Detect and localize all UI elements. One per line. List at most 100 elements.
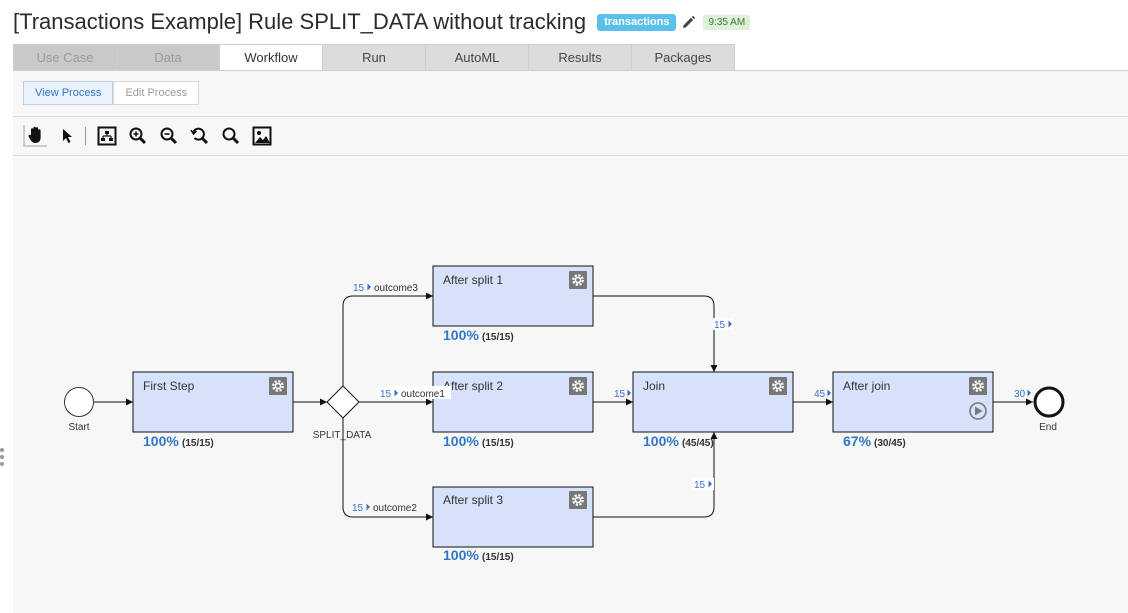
tab-packages[interactable]: Packages: [631, 44, 735, 71]
caret-right-icon: [827, 389, 831, 397]
caret-right-icon: [1027, 389, 1031, 397]
node-percent: 100%: [443, 327, 479, 343]
gateway-label: SPLIT_DATA: [313, 430, 372, 441]
tag-badge[interactable]: transactions: [597, 13, 677, 31]
node-join[interactable]: Join 100% (45/45): [632, 371, 794, 449]
edge-label: outcome2: [373, 503, 417, 514]
node-fraction: (30/45): [874, 438, 906, 449]
edge-count: 45: [814, 389, 826, 400]
tab-use-case[interactable]: Use Case: [13, 44, 116, 71]
divider: [13, 155, 1128, 156]
pencil-icon[interactable]: [681, 15, 696, 30]
edge-label: outcome3: [374, 283, 418, 294]
node-title: After split 3: [443, 493, 503, 507]
edit-process-button[interactable]: Edit Process: [113, 81, 200, 105]
workflow-canvas[interactable]: Start End SPLIT_DATA First Step 100% (15…: [0, 156, 1128, 613]
auto-layout-icon[interactable]: [96, 125, 118, 147]
edge-count: 15: [714, 320, 726, 331]
caret-right-icon: [708, 480, 712, 488]
edge-count: 15: [380, 389, 392, 400]
hand-tool-icon[interactable]: [23, 125, 47, 147]
time-badge: 9:35 AM: [703, 14, 751, 30]
view-process-button[interactable]: View Process: [23, 81, 114, 105]
node-fraction: (15/15): [482, 552, 514, 563]
caret-right-icon: [728, 320, 732, 328]
caret-right-icon: [366, 503, 370, 511]
zoom-in-icon[interactable]: [127, 125, 149, 147]
edge-label-outcome2: 15 outcome2: [352, 503, 417, 514]
play-icon[interactable]: [969, 402, 987, 420]
node-after-split-1[interactable]: After split 1 100% (15/15): [432, 265, 594, 343]
tab-automl[interactable]: AutoML: [425, 44, 528, 71]
edge-label-split3-join: 15: [692, 478, 714, 491]
tab-run[interactable]: Run: [322, 44, 425, 71]
edge-label-afterjoin-end: 30: [1014, 389, 1031, 400]
edge-count: 15: [352, 503, 364, 514]
edge-split1-join: [593, 295, 718, 372]
tab-results[interactable]: Results: [528, 44, 631, 71]
node-title: First Step: [143, 379, 195, 393]
tab-divider: [13, 70, 1128, 71]
edge-label-split1-join: 15: [712, 318, 734, 331]
resize-handle[interactable]: [0, 448, 4, 469]
node-after-split-2[interactable]: After split 2 100% (15/15): [432, 371, 594, 449]
divider: [13, 116, 1128, 117]
node-after-split-3[interactable]: After split 3 100% (15/15): [432, 486, 594, 563]
pointer-tool-icon[interactable]: [56, 125, 78, 147]
node-percent: 100%: [443, 433, 479, 449]
page-title: [Transactions Example] Rule SPLIT_DATA w…: [13, 9, 587, 34]
gear-icon[interactable]: [567, 489, 589, 511]
start-label: Start: [68, 422, 89, 433]
edge-outcome3: [342, 292, 433, 386]
toolbar-divider: [85, 127, 86, 145]
edge-label-split2-join: 15: [614, 389, 631, 400]
edge-label-outcome1: 15 outcome1: [378, 386, 451, 400]
node-percent: 100%: [643, 433, 679, 449]
main-tabs: Use Case Data Workflow Run AutoML Result…: [13, 44, 735, 71]
edge-label-outcome3: 15 outcome3: [353, 283, 418, 294]
caret-right-icon: [394, 389, 398, 397]
gear-icon[interactable]: [767, 375, 789, 397]
node-percent: 100%: [143, 433, 179, 449]
end-label: End: [1039, 422, 1057, 433]
node-title: After split 2: [443, 379, 503, 393]
workflow-panel: View Process Edit Process: [0, 71, 1128, 613]
gear-icon[interactable]: [967, 375, 989, 397]
edge-label: outcome1: [401, 389, 445, 400]
diagram-toolbar: [23, 123, 282, 149]
zoom-out-icon[interactable]: [158, 125, 180, 147]
node-after-join[interactable]: After join 67% (30/45): [832, 371, 994, 449]
gear-icon[interactable]: [267, 375, 289, 397]
node-fraction: (15/15): [482, 332, 514, 343]
gear-icon[interactable]: [567, 375, 589, 397]
zoom-reset-icon[interactable]: [189, 125, 211, 147]
edge-outcome2: [342, 418, 433, 521]
node-first-step[interactable]: First Step 100% (15/15): [132, 371, 294, 449]
node-fraction: (15/15): [482, 438, 514, 449]
node-title: After join: [843, 379, 890, 393]
node-percent: 67%: [843, 433, 872, 449]
caret-right-icon: [627, 389, 631, 397]
node-title: After split 1: [443, 273, 503, 287]
process-mode-tabs: View Process Edit Process: [23, 81, 200, 105]
tab-workflow[interactable]: Workflow: [219, 44, 322, 71]
start-event[interactable]: Start: [64, 387, 94, 434]
end-event[interactable]: End: [1033, 386, 1065, 433]
page-header: [Transactions Example] Rule SPLIT_DATA w…: [13, 8, 751, 36]
split-gateway[interactable]: SPLIT_DATA: [313, 385, 372, 441]
tab-data[interactable]: Data: [116, 44, 219, 71]
edge-split3-join: [593, 432, 718, 518]
workflow-edges: [94, 292, 1033, 521]
node-fraction: (15/15): [182, 438, 214, 449]
edge-count: 15: [614, 389, 626, 400]
edge-count: 30: [1014, 389, 1026, 400]
caret-right-icon: [367, 283, 371, 291]
export-image-icon[interactable]: [251, 125, 273, 147]
node-fraction: (45/45): [682, 438, 714, 449]
node-title: Join: [643, 379, 665, 393]
zoom-fit-icon[interactable]: [220, 125, 242, 147]
gear-icon[interactable]: [567, 269, 589, 291]
node-percent: 100%: [443, 547, 479, 563]
edge-count: 15: [694, 480, 706, 491]
edge-count: 15: [353, 283, 365, 294]
